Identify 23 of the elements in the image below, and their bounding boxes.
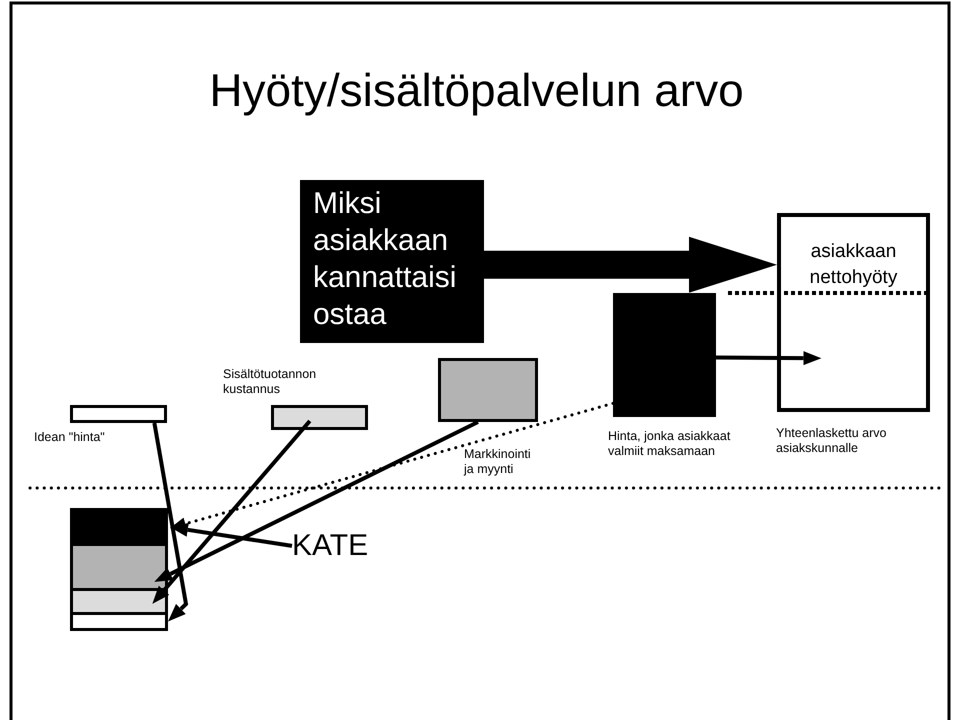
arrow — [154, 420, 479, 582]
filled-box — [70, 405, 167, 423]
arrow — [152, 420, 312, 604]
filled-box — [70, 543, 168, 591]
filled-box — [438, 358, 538, 422]
value-box: asiakkaan nettohyöty — [777, 213, 930, 412]
arrow — [716, 351, 822, 366]
filled-box — [70, 508, 168, 544]
arrow — [170, 402, 614, 530]
filled-box — [70, 612, 168, 631]
node-label: Idean "hinta" — [34, 430, 106, 445]
node-label: Hinta, jonka asiakkaat valmiit maksamaan — [608, 429, 732, 459]
node-label: Yhteenlaskettu arvo asiakskunnalle — [776, 426, 888, 456]
filled-box — [271, 405, 368, 430]
arrow — [170, 522, 292, 548]
arrow — [152, 422, 188, 622]
question-box: Miksi asiakkaan kannattaisi ostaa — [300, 180, 484, 343]
block-arrow — [484, 236, 777, 293]
node-label: Sisältötuotannon kustannus — [223, 367, 318, 397]
title: Hyöty/sisältöpalvelun arvo — [208, 63, 745, 118]
filled-box — [613, 293, 716, 417]
node-label: Markkinointi ja myynti — [464, 447, 532, 477]
label-text: KATE — [292, 528, 388, 566]
